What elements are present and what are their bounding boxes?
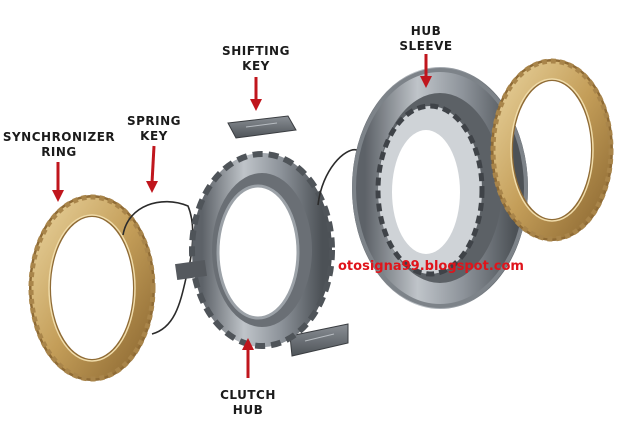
arrow-shifting-key bbox=[250, 77, 262, 111]
synchronizer-ring-right bbox=[490, 58, 614, 242]
arrow-synchronizer-ring bbox=[52, 162, 64, 202]
shifting-key-bottom bbox=[289, 323, 349, 357]
label-clutch-hub-line1: CLUTCH bbox=[220, 388, 276, 402]
label-synchronizer-ring: SYNCHRONIZER RING bbox=[0, 130, 118, 160]
label-hub-sleeve-line2: SLEEVE bbox=[399, 39, 453, 53]
label-spring-key: SPRING KEY bbox=[118, 114, 190, 144]
label-spring-key-line1: SPRING bbox=[126, 114, 182, 128]
label-spring-key-line2: KEY bbox=[140, 129, 168, 143]
label-shifting-key-line2: KEY bbox=[242, 59, 270, 73]
label-hub-sleeve: HUB SLEEVE bbox=[386, 24, 466, 54]
label-clutch-hub-line2: HUB bbox=[232, 403, 264, 417]
arrow-clutch-hub bbox=[242, 338, 254, 378]
hub-sleeve bbox=[352, 67, 528, 309]
synchronizer-ring-left bbox=[28, 194, 156, 382]
arrow-hub-sleeve bbox=[420, 54, 432, 88]
pointer-arrows bbox=[52, 54, 432, 378]
watermark-text: otosigna99.blogspot.com bbox=[338, 259, 524, 274]
label-shifting-key-line1: SHIFTING bbox=[222, 44, 290, 58]
label-shifting-key: SHIFTING KEY bbox=[212, 44, 300, 74]
clutch-hub bbox=[175, 151, 335, 349]
arrow-spring-key bbox=[146, 145, 158, 193]
label-synchronizer-ring-line1: SYNCHRONIZER bbox=[2, 130, 116, 144]
label-clutch-hub: CLUTCH HUB bbox=[208, 388, 288, 418]
shifting-key-top bbox=[227, 115, 297, 139]
label-hub-sleeve-line1: HUB bbox=[410, 24, 442, 38]
label-synchronizer-ring-line2: RING bbox=[41, 145, 77, 159]
